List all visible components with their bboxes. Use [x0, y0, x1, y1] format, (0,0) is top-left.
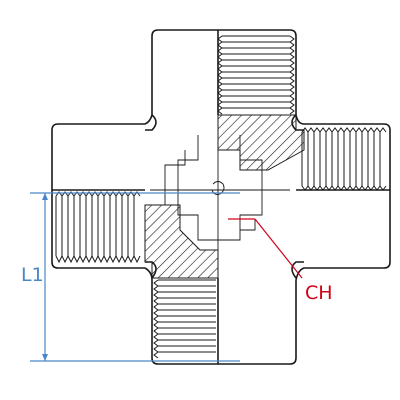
thread-right	[301, 127, 387, 191]
callout-ch: CH	[228, 218, 333, 304]
section-hatching	[144, 114, 305, 279]
thread-left	[55, 191, 141, 264]
thread-top	[217, 35, 295, 115]
l1-label: L1	[21, 264, 44, 286]
fitting-body	[51, 29, 391, 365]
thread-bottom	[153, 279, 216, 359]
center-lines	[150, 122, 290, 278]
ch-label: CH	[305, 282, 333, 304]
inner-bore-lines	[164, 135, 263, 241]
dimension-l1: L1	[21, 192, 240, 362]
